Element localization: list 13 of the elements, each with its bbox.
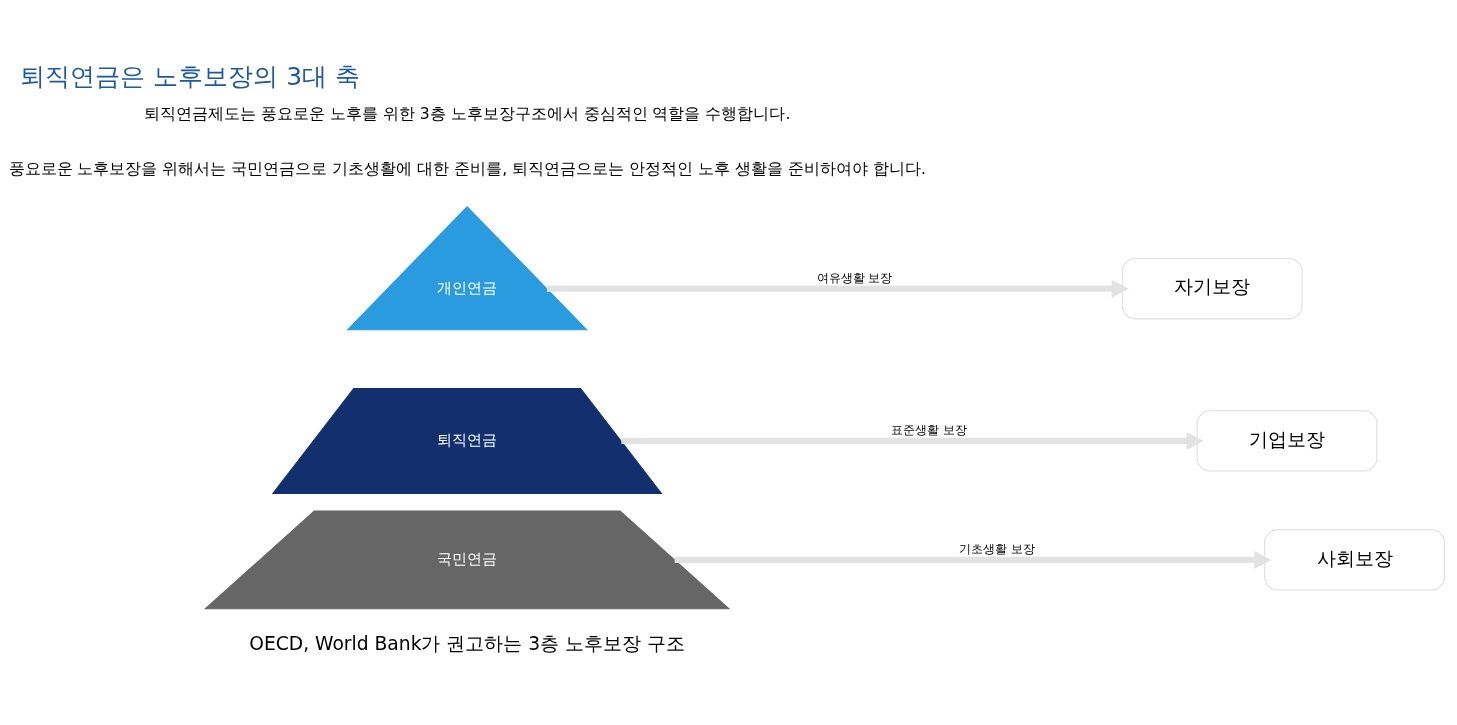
node-box: 기업보장 [1196, 410, 1378, 472]
node-box: 사회보장 [1264, 529, 1445, 591]
label: 퇴직연금제도는 풍요로운 노후를 위한 3층 노후보장구조에서 중심적인 역할을 수행합니다. [143, 104, 791, 123]
arrow [621, 431, 1204, 450]
edge-label: 여유생활 보장 [816, 270, 893, 286]
node-box: 자기보장 [1121, 258, 1303, 320]
arrow [674, 550, 1272, 569]
label: 풍요로운 노후보장을 위해서는 국민연금으로 기초생활에 대한 준비를, 퇴직연금으로는 안정적인 노후 생활을 준비하여야 합니다. [8, 159, 926, 178]
edge-label: 표준생활 보장 [891, 422, 968, 438]
diagram-title: 퇴직연금은 노후보장의 3대 축 [20, 62, 361, 92]
edge-label: 기초생활 보장 [958, 541, 1035, 557]
caption: OECD, World Bank가 권고하는 3층 노후보장 구조 [249, 632, 686, 654]
arrow [546, 279, 1129, 298]
